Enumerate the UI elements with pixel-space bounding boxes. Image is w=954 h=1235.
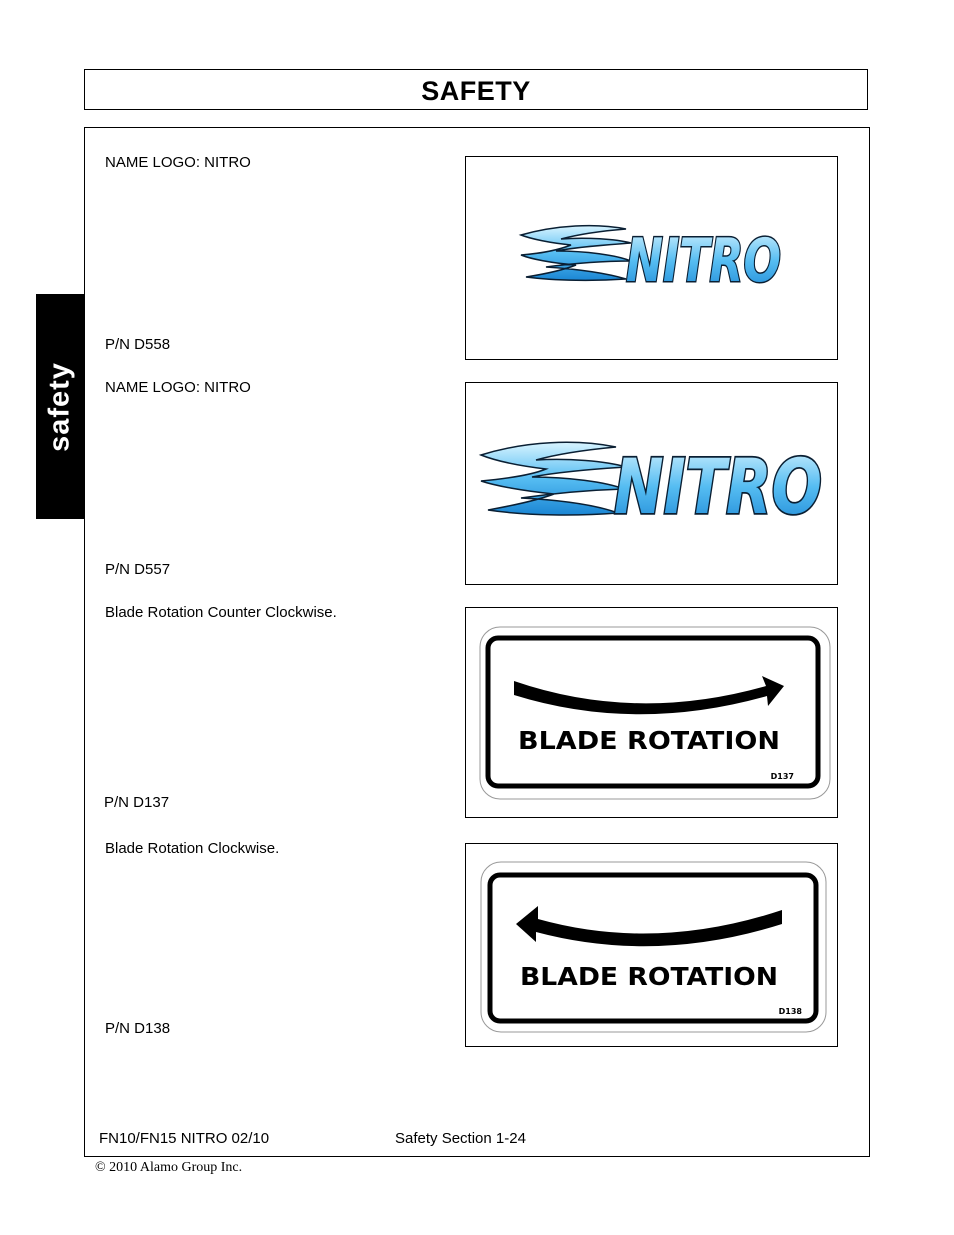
copyright: © 2010 Alamo Group Inc. xyxy=(95,1160,243,1175)
decal-caption: Blade Rotation Clockwise. xyxy=(105,840,280,857)
arrow-right-icon xyxy=(514,676,784,715)
decal-part-number: P/N D138 xyxy=(105,1020,171,1037)
flame-streaks xyxy=(518,224,632,282)
decal-image-frame: NITRO xyxy=(465,156,838,360)
decal-caption: Blade Rotation Counter Clockwise. xyxy=(105,604,337,621)
content-frame xyxy=(84,127,870,1157)
nitro-logo-text: NITRO xyxy=(614,442,822,531)
page-title: SAFETY xyxy=(421,76,531,106)
nitro-logo-text: NITRO xyxy=(626,226,781,296)
decal-code: D138 xyxy=(779,1007,803,1016)
arrow-left-icon xyxy=(516,906,782,947)
sign-text: BLADE ROTATION xyxy=(518,726,780,755)
decal-image-frame: BLADE ROTATION D137 xyxy=(465,607,838,818)
header-box: SAFETY xyxy=(84,69,868,110)
footer-model: FN10/FN15 NITRO 02/10 xyxy=(99,1130,270,1147)
sign-border xyxy=(485,635,821,789)
decal-image-frame: NITRO xyxy=(465,382,838,585)
decal-outline xyxy=(479,626,831,800)
decal-part-number: P/N D137 xyxy=(104,794,170,811)
section-side-tab: safety xyxy=(36,294,84,519)
sign-border xyxy=(487,872,819,1024)
blade-rotation-sign: BLADE ROTATION D138 xyxy=(480,861,827,1033)
decal-code: D137 xyxy=(771,772,794,781)
side-tab-label: safety xyxy=(43,362,76,452)
sign-text: BLADE ROTATION xyxy=(520,962,778,991)
decal-caption: NAME LOGO: NITRO xyxy=(105,154,251,171)
decal-part-number: P/N D558 xyxy=(105,336,171,353)
flame-streaks xyxy=(478,441,627,516)
decal-caption: NAME LOGO: NITRO xyxy=(105,379,251,396)
footer-section: Safety Section 1-24 xyxy=(395,1130,526,1147)
blade-rotation-sign: BLADE ROTATION D137 xyxy=(479,626,831,800)
decal-part-number: P/N D557 xyxy=(105,561,171,578)
nitro-logo: NITRO xyxy=(518,224,783,298)
decal-image-frame: BLADE ROTATION D138 xyxy=(465,843,838,1047)
nitro-logo: NITRO xyxy=(478,440,824,533)
decal-outline xyxy=(480,861,827,1033)
